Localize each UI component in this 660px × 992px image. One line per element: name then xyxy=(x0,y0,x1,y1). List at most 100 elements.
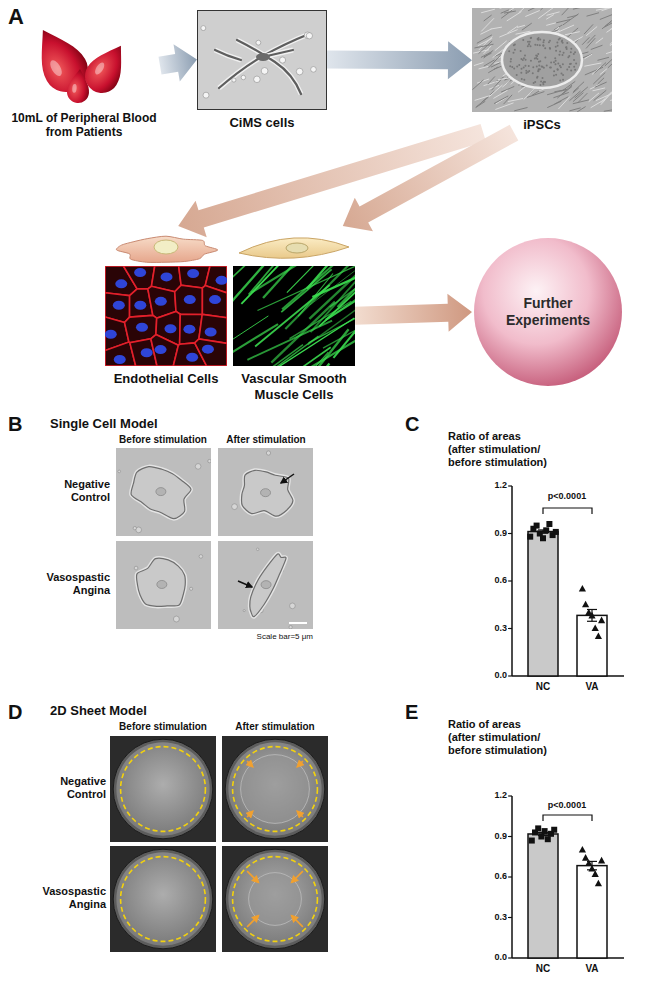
fibroblast-streak xyxy=(501,86,514,92)
sheet-outline xyxy=(233,857,318,942)
colony-cell xyxy=(528,43,530,45)
fluorescence-background xyxy=(105,266,227,366)
p-value-box: p<0.0001 xyxy=(532,491,602,502)
colony-cell xyxy=(520,72,522,74)
colony-cell xyxy=(511,66,513,68)
cell-nucleus xyxy=(286,243,308,253)
colony-cell xyxy=(555,74,557,76)
colony-cell xyxy=(555,50,557,52)
fibroblast-streak xyxy=(479,41,493,54)
colony-cell xyxy=(546,64,548,66)
contraction-arrow xyxy=(247,811,253,817)
axis-title: Ratio of areas (after stimulation/ befor… xyxy=(448,430,549,470)
axis-tick-label-box: 0.0 xyxy=(477,952,507,963)
cell-junction xyxy=(123,266,154,289)
colony-cell xyxy=(516,65,518,67)
colony-cell xyxy=(562,74,564,76)
contraction-arrow xyxy=(292,916,303,927)
colony-cell xyxy=(523,66,525,68)
fibroblast-streak xyxy=(586,26,597,35)
cell-halo xyxy=(267,50,293,56)
sheet-outline xyxy=(121,857,206,942)
data-point xyxy=(592,625,599,632)
colony-cell xyxy=(536,55,538,57)
node-label: Endothelial Cells xyxy=(105,371,227,387)
fibroblast-streak xyxy=(584,63,601,66)
fibroblast-streak xyxy=(573,8,590,9)
colony-cell xyxy=(529,41,531,43)
colony-cell xyxy=(530,60,532,62)
category-label-box: VA xyxy=(575,963,609,975)
colony-cell xyxy=(543,67,545,69)
colony-cell xyxy=(549,47,551,49)
colony-cell xyxy=(521,68,523,70)
significance-bracket xyxy=(543,508,592,514)
actin-fiber xyxy=(233,336,318,366)
cell-nucleus xyxy=(161,272,173,281)
colony-cell xyxy=(569,63,571,65)
colony-cell xyxy=(548,41,550,43)
column-header: Before stimulation xyxy=(109,721,217,733)
colony-cell xyxy=(558,54,560,56)
panel-letter-box: C xyxy=(405,412,435,436)
cell-nucleus xyxy=(113,301,125,310)
data-point xyxy=(579,846,586,853)
fibroblast-streak xyxy=(474,63,484,66)
panel-letter-box: D xyxy=(8,700,38,724)
fibroblast-streak xyxy=(507,12,522,21)
block-arrow xyxy=(159,44,197,81)
node-label: Vascular Smooth Muscle Cells xyxy=(233,371,355,402)
actin-fiber xyxy=(288,347,331,366)
colony-cell xyxy=(527,71,529,73)
data-point xyxy=(588,612,595,619)
colony-cell xyxy=(553,70,555,72)
dish-well xyxy=(228,852,321,945)
colony-cell xyxy=(512,52,514,54)
cell-image-node: iPSCs xyxy=(472,8,612,133)
actin-fiber xyxy=(307,266,355,289)
blood-sample-node: 10mL of Peripheral Blood from Patients xyxy=(8,12,160,140)
actin-fiber xyxy=(347,334,355,366)
dish-rim xyxy=(113,739,213,839)
panel-letter: A xyxy=(8,4,38,30)
fibroblast-streak xyxy=(517,25,525,27)
colony-cell xyxy=(542,45,544,47)
bar xyxy=(528,834,558,958)
row-label-box: Negative Control xyxy=(34,775,106,801)
micrograph xyxy=(218,541,313,629)
colony-cell xyxy=(538,64,540,66)
result-circle: Further Experiments xyxy=(472,236,624,388)
colony-cell xyxy=(540,80,542,82)
colony-cell xyxy=(513,68,515,70)
debris-dot xyxy=(232,504,238,510)
colony-cell xyxy=(549,66,551,68)
debris-dot xyxy=(133,526,136,529)
data-point xyxy=(538,834,544,840)
colony-cell xyxy=(542,77,544,79)
colony-cell xyxy=(523,57,525,59)
fibroblast-streak xyxy=(504,11,516,13)
axis-tick xyxy=(508,485,512,486)
cell-junction xyxy=(195,339,227,366)
data-point xyxy=(582,601,589,608)
fibroblast-streak xyxy=(610,33,612,45)
column-header-box: Before stimulation xyxy=(111,434,215,446)
dish-rim xyxy=(113,849,213,949)
fibroblast-streak xyxy=(584,24,593,34)
axis-tick xyxy=(508,957,512,958)
column-header-box: Before stimulation xyxy=(109,721,217,733)
micrograph-background xyxy=(472,8,612,112)
actin-fiber xyxy=(308,280,355,345)
cell-nucleus xyxy=(105,330,117,339)
colony-cell xyxy=(518,64,520,66)
category-label: VA xyxy=(575,963,609,975)
p-value: p<0.0001 xyxy=(532,800,602,811)
fibroblast-streak xyxy=(573,100,589,104)
floating-cell xyxy=(306,33,312,39)
debris-dot xyxy=(190,587,193,590)
block-arrow xyxy=(355,294,472,332)
fibroblast-streak xyxy=(546,15,554,20)
colony-cell xyxy=(573,59,575,61)
colony-cell xyxy=(514,49,516,51)
endothelial-cell-icon xyxy=(116,236,217,262)
